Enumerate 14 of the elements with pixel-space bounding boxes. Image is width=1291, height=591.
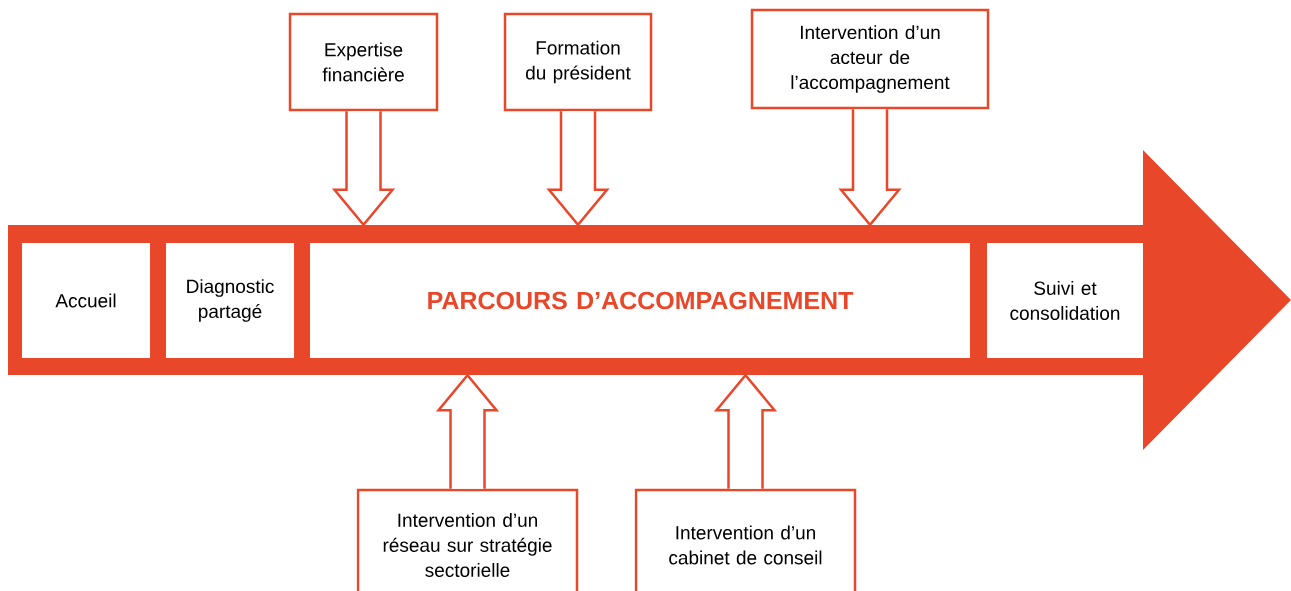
block-arrow: [713, 373, 778, 490]
block-arrow: [435, 373, 500, 490]
stage-box: Diagnostic partagé: [166, 243, 294, 358]
intervention-box: Formation du président: [503, 12, 653, 112]
intervention-box: Expertise financière: [288, 12, 439, 112]
stage-title: PARCOURS D’ACCOMPAGNEMENT: [310, 243, 970, 358]
block-arrow: [838, 108, 902, 227]
block-arrow: [546, 110, 610, 227]
stage-box: Suivi et consolidation: [987, 243, 1143, 358]
stage-box: Accueil: [22, 243, 150, 358]
block-arrow: [331, 110, 396, 227]
intervention-box: Intervention d’un cabinet de conseil: [634, 488, 857, 591]
intervention-box: Intervention d’un acteur de l’accompagnement: [750, 8, 990, 110]
intervention-box: Intervention d’un réseau sur stratégie sectorielle: [356, 488, 579, 591]
